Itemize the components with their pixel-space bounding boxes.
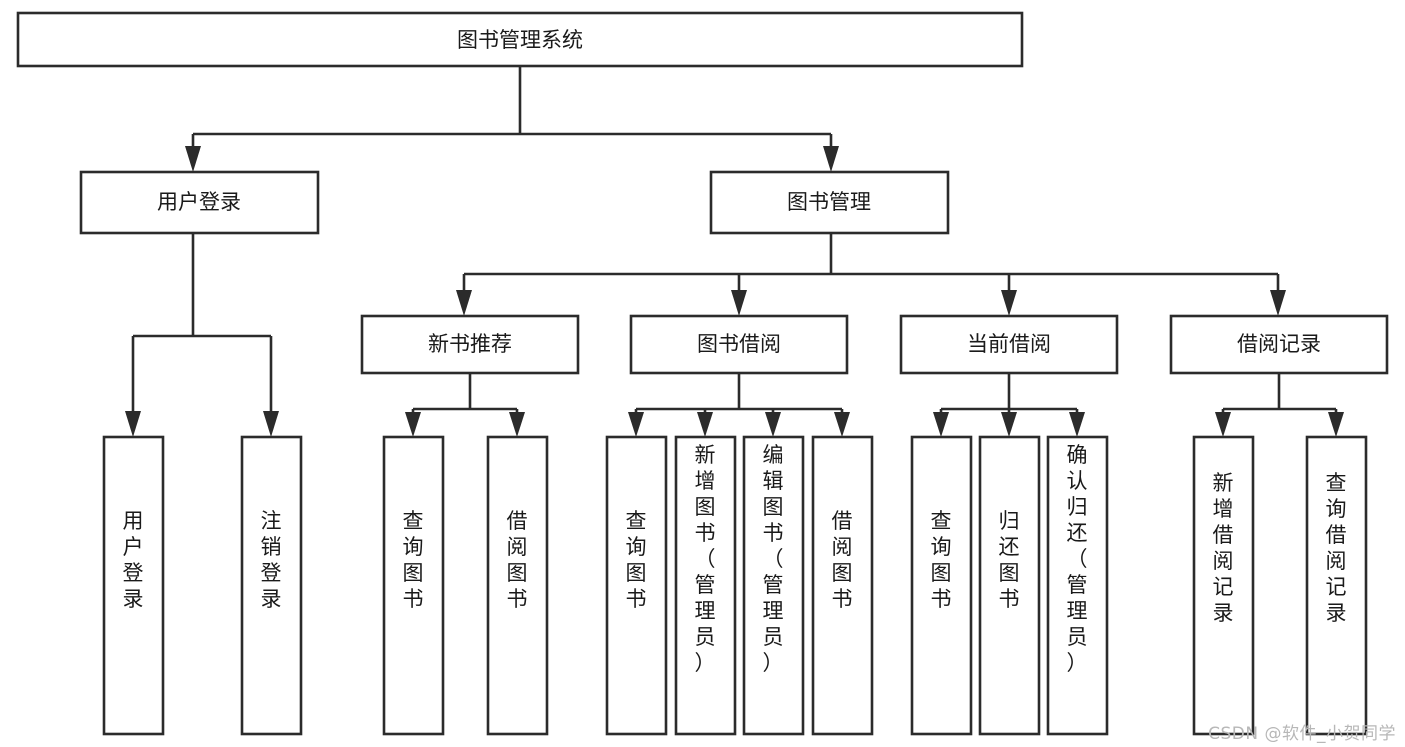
arrow-head-cb-confirm-return xyxy=(1069,412,1085,437)
leaf-add-book-admin-label: 新增图书（管理员） xyxy=(695,443,716,675)
leaf-add-borrow-record-label: 新增借阅记录 xyxy=(1213,471,1234,625)
leaf-query-books-borrow[interactable]: 查询图书 xyxy=(605,435,668,736)
node-root-label: 图书管理系统 xyxy=(457,28,583,52)
leaf-query-borrow-record-label: 查询借阅记录 xyxy=(1326,471,1347,625)
connector-group-book-management-to-level3 xyxy=(456,233,1286,316)
node-current-borrowing-box[interactable] xyxy=(899,314,1119,375)
arrow-head-leaf-user-login xyxy=(125,411,141,437)
arrow-head-borrow-records xyxy=(1270,290,1286,316)
arrow-head-nb-borrow-books xyxy=(509,412,525,437)
watermark-text: CSDN @软件_小贺同学 xyxy=(1208,724,1396,744)
leaf-confirm-return-admin[interactable]: 确认归还（管理员） xyxy=(1046,435,1109,736)
node-book-management[interactable]: 图书管理 xyxy=(709,170,950,235)
arrow-head-bb-edit-book xyxy=(765,412,781,437)
leaf-borrow-books-borrow-box[interactable] xyxy=(811,435,874,736)
node-new-book-recommendation-label: 新书推荐 xyxy=(428,332,512,356)
connector-group-borrow-records-to-leaves xyxy=(1215,373,1344,437)
arrow-head-bb-query-books xyxy=(628,412,644,437)
arrow-head-cb-query-books xyxy=(933,412,949,437)
node-current-borrowing-label: 当前借阅 xyxy=(967,332,1051,356)
leaf-confirm-return-admin-box[interactable] xyxy=(1046,435,1109,736)
arrow-head-book-borrowing xyxy=(731,290,747,316)
leaf-return-books[interactable]: 归还图书 xyxy=(978,435,1041,736)
node-new-book-recommendation-box[interactable] xyxy=(360,314,580,375)
node-user-login-box[interactable] xyxy=(79,170,320,235)
leaf-query-books-borrow-label: 查询图书 xyxy=(626,509,647,611)
leaf-query-books-current[interactable]: 查询图书 xyxy=(910,435,973,736)
leaf-edit-book-admin[interactable]: 编辑图书（管理员） xyxy=(742,435,805,736)
node-new-book-recommendation[interactable]: 新书推荐 xyxy=(360,314,580,375)
leaf-user-login-label: 用户登录 xyxy=(123,509,144,611)
node-user-login[interactable]: 用户登录 xyxy=(79,170,320,235)
node-user-login-label: 用户登录 xyxy=(157,190,241,214)
node-book-borrowing-box[interactable] xyxy=(629,314,849,375)
arrow-head-br-query-record xyxy=(1328,412,1344,437)
leaf-borrow-books-borrow-label: 借阅图书 xyxy=(832,509,853,611)
arrow-head-user-login xyxy=(185,146,201,172)
leaf-query-books-recommend-label: 查询图书 xyxy=(403,509,424,611)
leaf-borrow-books-borrow[interactable]: 借阅图书 xyxy=(811,435,874,736)
leaf-query-borrow-record[interactable]: 查询借阅记录 xyxy=(1305,435,1368,736)
arrow-head-nb-query-books xyxy=(405,412,421,437)
arrow-head-leaf-logout xyxy=(263,411,279,437)
leaf-edit-book-admin-label: 编辑图书（管理员） xyxy=(763,443,784,675)
node-book-management-label: 图书管理 xyxy=(787,190,871,214)
arrow-head-cb-return-books xyxy=(1001,412,1017,437)
leaf-borrow-books-recommend[interactable]: 借阅图书 xyxy=(486,435,549,736)
leaf-logout[interactable]: 注销登录 xyxy=(240,435,303,736)
leaf-query-books-current-box[interactable] xyxy=(910,435,973,736)
arrow-head-book-management xyxy=(823,146,839,172)
leaf-return-books-box[interactable] xyxy=(978,435,1041,736)
node-current-borrowing[interactable]: 当前借阅 xyxy=(899,314,1119,375)
connector-group-book-borrowing-to-leaves xyxy=(628,373,850,437)
leaf-user-login-box[interactable] xyxy=(102,435,165,736)
leaf-query-books-recommend[interactable]: 查询图书 xyxy=(382,435,445,736)
connector-group-root-to-level2 xyxy=(185,66,839,172)
leaf-edit-book-admin-box[interactable] xyxy=(742,435,805,736)
leaf-add-borrow-record-box[interactable] xyxy=(1192,435,1255,736)
arrow-head-bb-borrow-books xyxy=(834,412,850,437)
leaf-add-borrow-record[interactable]: 新增借阅记录 xyxy=(1192,435,1255,736)
leaf-logout-box[interactable] xyxy=(240,435,303,736)
node-book-borrowing-label: 图书借阅 xyxy=(697,332,781,356)
leaf-logout-label: 注销登录 xyxy=(261,509,282,611)
leaf-user-login[interactable]: 用户登录 xyxy=(102,435,165,736)
arrow-head-new-book-recommendation xyxy=(456,290,472,316)
leaf-query-books-current-label: 查询图书 xyxy=(931,509,952,611)
leaf-query-books-borrow-box[interactable] xyxy=(605,435,668,736)
leaf-query-borrow-record-box[interactable] xyxy=(1305,435,1368,736)
node-borrow-records-box[interactable] xyxy=(1169,314,1389,375)
arrow-head-bb-add-book xyxy=(697,412,713,437)
node-root-library-management-system[interactable]: 图书管理系统 xyxy=(16,11,1024,68)
arrow-head-current-borrowing xyxy=(1001,290,1017,316)
node-book-management-box[interactable] xyxy=(709,170,950,235)
node-borrow-records[interactable]: 借阅记录 xyxy=(1169,314,1389,375)
leaf-confirm-return-admin-label: 确认归还（管理员） xyxy=(1067,443,1088,675)
leaf-borrow-books-recommend-box[interactable] xyxy=(486,435,549,736)
leaf-return-books-label: 归还图书 xyxy=(999,509,1020,611)
node-borrow-records-label: 借阅记录 xyxy=(1237,332,1321,356)
leaf-borrow-books-recommend-label: 借阅图书 xyxy=(507,509,528,611)
connector-group-user-login-to-leaves xyxy=(125,233,279,437)
node-root-box[interactable] xyxy=(16,11,1024,68)
connector-group-current-borrowing-to-leaves xyxy=(933,373,1085,437)
arrow-head-br-add-record xyxy=(1215,412,1231,437)
leaf-add-book-admin[interactable]: 新增图书（管理员） xyxy=(674,435,737,736)
connector-group-new-book-to-leaves xyxy=(405,373,525,437)
leaf-query-books-recommend-box[interactable] xyxy=(382,435,445,736)
leaf-add-book-admin-box[interactable] xyxy=(674,435,737,736)
node-book-borrowing[interactable]: 图书借阅 xyxy=(629,314,849,375)
